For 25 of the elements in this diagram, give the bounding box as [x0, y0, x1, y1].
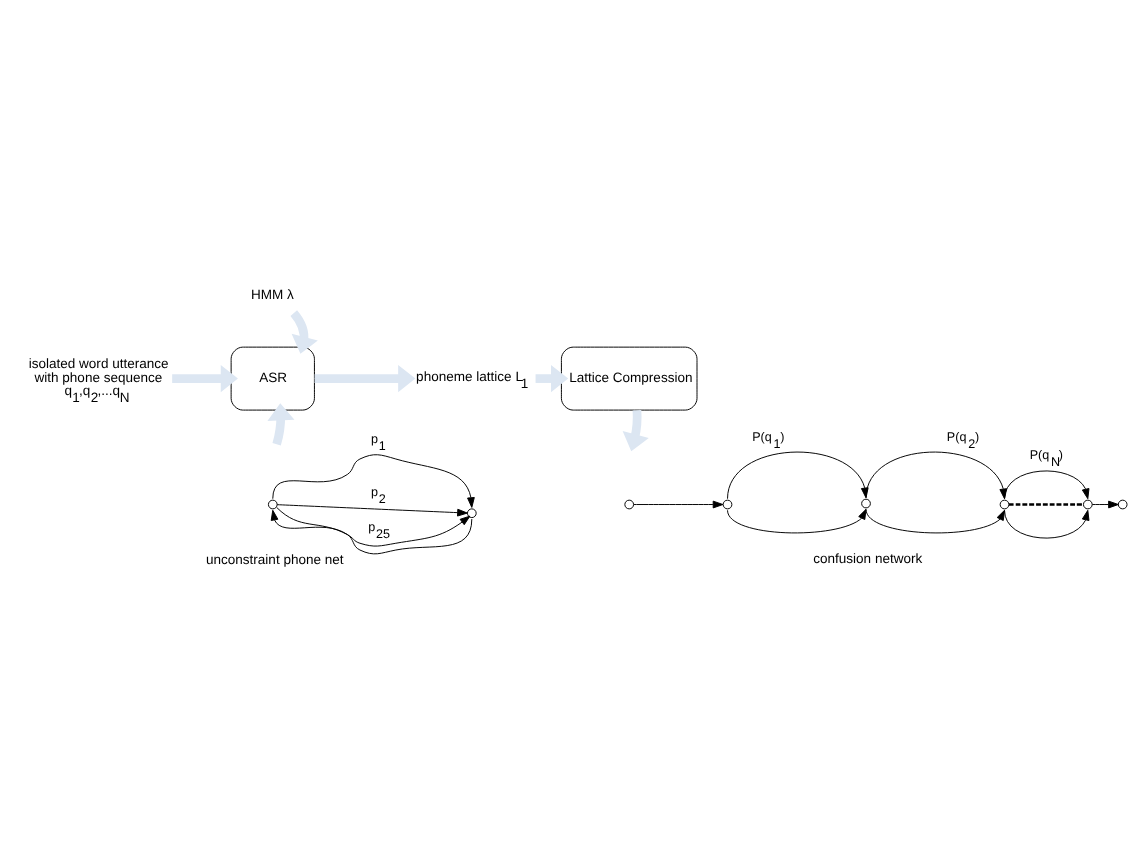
node-circle [999, 499, 1010, 510]
node-circle [267, 499, 278, 510]
arrow [276, 504, 468, 517]
node-circle [722, 499, 733, 510]
arrow [270, 509, 473, 555]
node-circle [624, 499, 635, 510]
arrow [1004, 470, 1090, 500]
node-circle [466, 508, 477, 519]
node-circle [861, 498, 871, 509]
arrow [276, 506, 471, 547]
connector [1009, 503, 1084, 506]
arrow [267, 403, 295, 446]
arrow [314, 365, 416, 393]
arrow [1091, 500, 1119, 509]
arrow [633, 500, 724, 509]
arrow [290, 310, 318, 354]
node-circle [1117, 499, 1128, 510]
node-circle [1082, 499, 1093, 510]
arrow [535, 365, 569, 393]
arrow [727, 508, 867, 534]
arrow [622, 409, 649, 452]
arrow [1004, 509, 1090, 539]
arrow [865, 508, 1005, 534]
arrow [272, 454, 475, 508]
arrow [172, 365, 238, 393]
